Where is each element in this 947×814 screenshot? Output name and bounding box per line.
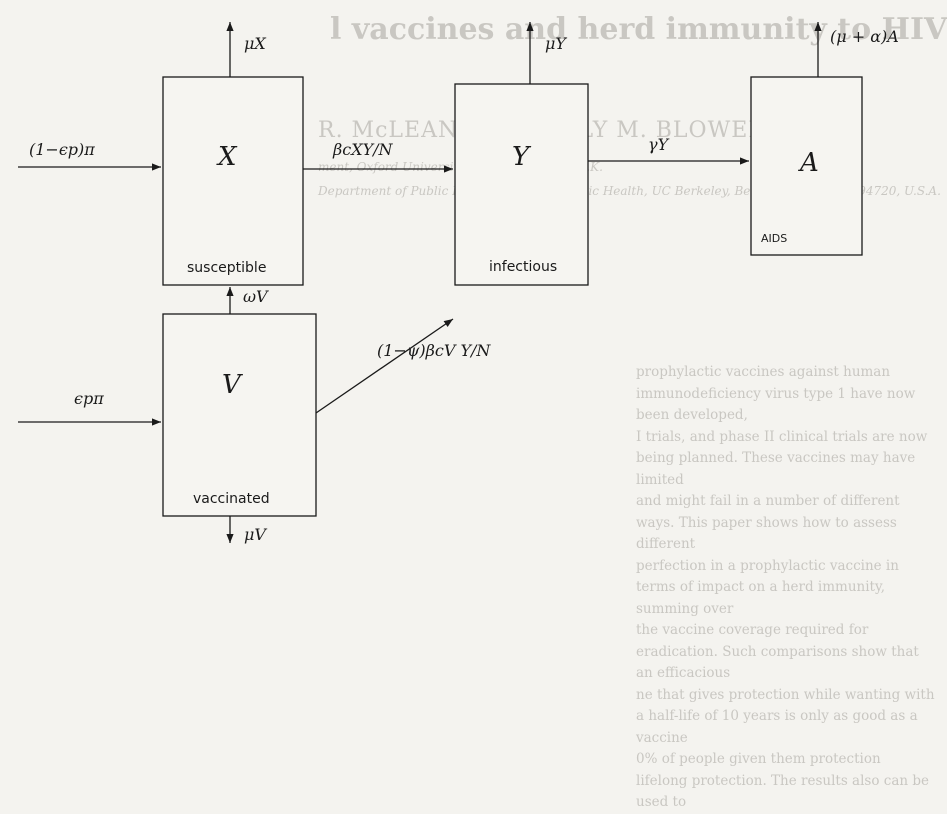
background-title: l vaccines and herd immunity to HIV bbox=[330, 12, 947, 47]
background-body-text: prophylactic vaccines against human immu… bbox=[636, 362, 936, 814]
label-infectious: infectious bbox=[489, 259, 557, 275]
label-aids: AIDS bbox=[761, 232, 787, 245]
background-body-line: 0% of people given them protection lifel… bbox=[636, 751, 929, 810]
background-body-line: and might fail in a number of different … bbox=[636, 493, 900, 552]
label-susceptible: susceptible bbox=[187, 260, 266, 276]
flow-label-death-aids: (μ + α)A bbox=[830, 27, 899, 46]
arrow-infection-vaccinated-to-infectious bbox=[315, 318, 454, 414]
flow-label-inflow-susceptible: (1−ϵp)π bbox=[29, 140, 95, 159]
flow-label-death-infectious: μY bbox=[545, 34, 567, 53]
flow-label-waning-V-to-X: ωV bbox=[243, 287, 269, 306]
flow-label-death-vaccinated: μV bbox=[244, 525, 267, 544]
label-vaccinated: vaccinated bbox=[193, 491, 270, 507]
compartment-infectious-box bbox=[454, 83, 589, 286]
flow-label-infection-X-to-Y: βcXY/N bbox=[332, 140, 394, 159]
background-body-line: the vaccine coverage required for eradic… bbox=[636, 622, 919, 681]
background-body-line: perfection in a prophylactic vaccine in … bbox=[636, 557, 899, 617]
symbol-Y: Y bbox=[512, 142, 532, 172]
background-body-line: I trials, and phase II clinical trials a… bbox=[636, 428, 928, 488]
compartment-aids-box bbox=[750, 76, 863, 256]
compartment-vaccinated-box bbox=[162, 313, 317, 517]
compartment-diagram: X susceptible Y infectious A AIDS V vacc… bbox=[18, 22, 899, 544]
compartment-susceptible-box bbox=[162, 76, 304, 286]
symbol-A: A bbox=[798, 148, 819, 178]
background-body-line: prophylactic vaccines against human immu… bbox=[636, 364, 916, 423]
background-body-line: ne that gives protection while wanting w… bbox=[636, 686, 935, 746]
flow-label-infection-V-to-Y: (1−ψ)βcV Y/N bbox=[377, 341, 491, 360]
flow-label-progression-Y-to-A: γY bbox=[648, 135, 670, 154]
flow-label-inflow-vaccinated: ϵpπ bbox=[74, 389, 104, 408]
flow-label-death-susceptible: μX bbox=[244, 34, 266, 53]
symbol-X: X bbox=[216, 142, 238, 172]
symbol-V: V bbox=[222, 370, 243, 400]
